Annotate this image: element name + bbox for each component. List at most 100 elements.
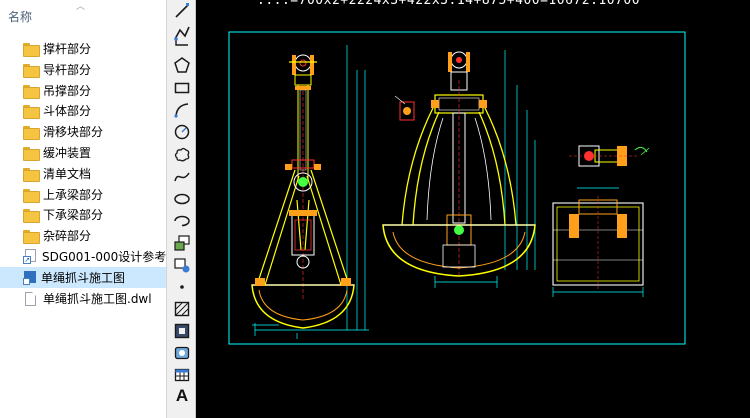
ellipse-arc-tool-button[interactable] [171,211,193,231]
cad-file-icon [23,270,37,285]
revision-cloud-tool-button[interactable] [171,145,193,165]
front-view [251,45,369,339]
side-bucket [382,224,536,277]
make-block-tool-button[interactable] [171,255,193,275]
front-lower-block [289,210,317,269]
file-explorer-panel: ︿ 名称 撑杆部分导杆部分吊撑部分斗体部分滑移块部分缓冲装置清单文档上承梁部分下… [0,0,166,418]
file-item[interactable]: 单绳抓斗施工图.dwl [0,288,166,309]
folder-item[interactable]: 上承梁部分 [0,184,166,205]
circle-tool-button[interactable] [171,122,193,142]
front-arms [256,169,350,286]
detail-plan-view [552,196,644,290]
file-item[interactable]: 单绳抓斗施工图 [0,267,166,288]
side-inner-arms [426,117,492,221]
rectangle-icon [174,82,190,94]
folder-item[interactable]: 斗体部分 [0,100,166,121]
file-name: 杂碎部分 [43,229,92,243]
construction-line-tool-button[interactable] [171,32,193,52]
gradient-icon [174,323,190,339]
detail-upper-part [569,145,637,167]
folder-icon [23,208,40,223]
file-name: 缓冲装置 [43,146,92,160]
file-name: 上承梁部分 [43,188,104,202]
side-arms [401,107,517,226]
folder-item[interactable]: 导杆部分 [0,59,166,80]
folder-icon [23,188,40,203]
point-tool-button[interactable] [171,277,193,297]
folder-item[interactable]: 杂碎部分 [0,225,166,246]
ellipse-tool-button[interactable] [171,189,193,209]
document-icon [25,291,36,306]
detail-symbol [634,146,650,156]
spline-tool-button[interactable] [171,167,193,187]
polygon-icon [174,57,190,73]
side-view [382,50,536,288]
file-name: 单绳抓斗施工图.dwl [43,292,152,306]
point-icon [180,285,184,289]
insert-block-tool-button[interactable] [171,233,193,253]
ellipse-icon [174,193,190,205]
name-column-label: 名称 [8,10,33,24]
folder-item[interactable]: 撑杆部分 [0,38,166,59]
folder-item[interactable]: 下承梁部分 [0,204,166,225]
ellipse-arc-icon [174,215,190,227]
folder-item[interactable]: 滑移块部分 [0,121,166,142]
file-name: 导杆部分 [43,63,92,77]
polyline-tool-button[interactable] [171,23,193,43]
folder-item[interactable]: 清单文档 [0,163,166,184]
folder-icon [23,167,40,182]
polygon-tool-button[interactable] [171,55,193,75]
arc-tool-button[interactable] [171,100,193,120]
drawing-frame [228,31,686,345]
detail-dimension-lines [552,187,644,297]
side-column [446,80,472,275]
side-top-hook [448,51,470,91]
line-tool-button[interactable] [171,1,193,21]
file-name: 单绳抓斗施工图 [41,271,126,285]
hatch-tool-button[interactable] [171,299,193,319]
file-item[interactable]: ↗ SDG001-000设计参考图 [0,246,166,267]
region-icon [174,346,190,360]
file-name: 斗体部分 [43,104,92,118]
file-name: 下承梁部分 [43,208,104,222]
side-detail-small [394,95,415,121]
polyline-icon [174,26,190,40]
folder-icon [23,125,40,140]
drawing-svg [228,31,686,345]
draw-toolbar: A [166,0,196,418]
folder-item[interactable]: 吊撑部分 [0,80,166,101]
file-name: 撑杆部分 [43,42,92,56]
drawing-canvas[interactable]: ....=700x2+2224x3+422x3.14+875+400=10672… [197,0,750,418]
folder-icon [23,84,40,99]
formula-text: ....=700x2+2224x3+422x3.14+875+400=10672… [257,0,641,8]
table-icon [174,368,190,382]
hatch-icon [174,301,190,317]
front-bucket [251,278,355,329]
multiline-text-tool-button[interactable]: A [171,386,193,406]
gradient-tool-button[interactable] [171,321,193,341]
arc-icon [174,103,189,118]
rectangle-tool-button[interactable] [171,78,193,98]
multiline-text-icon: A [175,386,189,405]
front-top-hook [289,54,317,86]
sort-chevron-icon: ︿ [76,2,86,12]
file-name: 吊撑部分 [43,84,92,98]
file-name: 滑移块部分 [43,125,104,139]
insert-block-icon [174,235,190,251]
file-name: SDG001-000设计参考图 [42,250,166,264]
table-tool-button[interactable] [171,365,193,385]
file-name: 清单文档 [43,167,92,181]
line-icon [175,3,189,18]
folder-icon [23,63,40,78]
folder-item[interactable]: 缓冲装置 [0,142,166,163]
shortcut-icon: ↗ [23,249,38,264]
front-middle-joint [285,159,321,192]
construction-line-icon [174,37,188,46]
folder-icon [23,42,40,57]
make-block-icon [174,258,190,273]
region-tool-button[interactable] [171,343,193,363]
name-column-header[interactable]: ︿ 名称 [0,0,166,30]
folder-icon [23,229,40,244]
side-dimension-lines [434,50,536,288]
circle-icon [174,124,190,140]
